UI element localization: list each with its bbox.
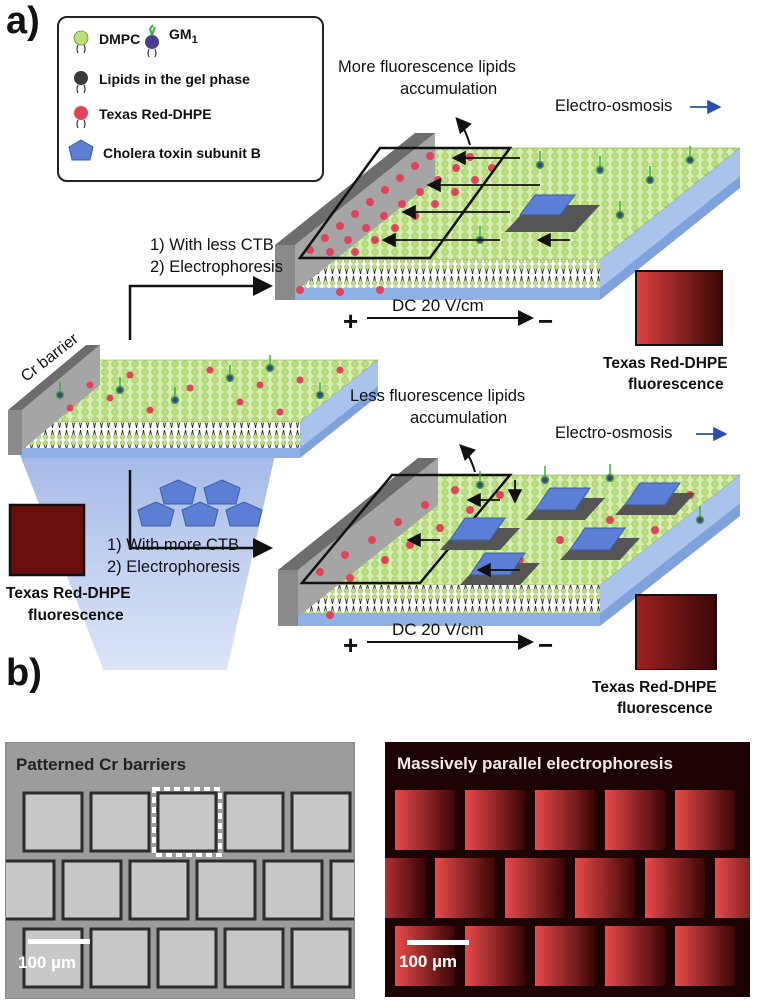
selected-cell-highlight bbox=[152, 787, 222, 857]
top-field-label: DC 20 V/cm bbox=[392, 296, 484, 315]
top-dye-cluster bbox=[296, 152, 496, 296]
bottom-annotation-line2: accumulation bbox=[410, 409, 508, 427]
bottom-fluor-caption-2: fluorescence bbox=[617, 700, 713, 717]
dmpc-icon bbox=[73, 30, 89, 46]
bottom-migration-arrows bbox=[406, 480, 523, 578]
start-fluor-caption-1: Texas Red-DHPE bbox=[6, 585, 131, 602]
legend-gel-lipids: Lipids in the gel phase bbox=[99, 71, 250, 87]
top-annotation-arrow bbox=[455, 116, 472, 146]
top-gel-domain bbox=[505, 194, 600, 232]
top-step-2: 2) Electrophoresis bbox=[150, 258, 283, 276]
legend-gm1: GM1 bbox=[169, 26, 198, 46]
branch-arrow-top bbox=[128, 276, 273, 340]
top-migration-arrows bbox=[381, 150, 570, 248]
ctb-icon bbox=[68, 139, 94, 161]
cr-barrier-grid bbox=[6, 743, 354, 998]
bottom-annotation-line1: Less fluorescence lipids bbox=[350, 387, 526, 405]
cr-barrier-micrograph: Patterned Cr barriers 100 µm bbox=[5, 742, 355, 999]
top-accumulation-box bbox=[297, 146, 513, 260]
gel-lipid-icon bbox=[74, 71, 88, 85]
start-fluor-caption-2: fluorescence bbox=[28, 607, 124, 624]
start-membrane bbox=[8, 345, 379, 458]
top-field-minus: − bbox=[538, 306, 554, 336]
bottom-annotation-arrow bbox=[459, 444, 477, 473]
top-fluor-caption-1: Texas Red-DHPE bbox=[603, 355, 728, 372]
bottom-step-2: 2) Electrophoresis bbox=[107, 558, 240, 576]
legend-box: DMPC GM1 Lipids in the gel phase Texas R… bbox=[57, 16, 324, 182]
top-gm1 bbox=[475, 146, 695, 245]
branch-arrow-bottom bbox=[128, 470, 273, 558]
free-ctb-group bbox=[137, 479, 263, 527]
top-fluor-caption-2: fluorescence bbox=[628, 376, 724, 393]
bottom-field-minus: − bbox=[538, 630, 554, 660]
fluorescence-micrograph: Massively parallel electrophoresis 100 µ… bbox=[385, 742, 750, 997]
fluorescence-grid bbox=[385, 742, 750, 997]
right-scale-bar bbox=[407, 940, 469, 945]
panel-a-label: a) bbox=[6, 0, 40, 42]
bottom-gel-domains bbox=[440, 482, 695, 585]
start-dye-lipids bbox=[66, 366, 344, 416]
bottom-fluor-caption-1: Texas Red-DHPE bbox=[592, 679, 717, 696]
bottom-field-label: DC 20 V/cm bbox=[392, 620, 484, 639]
top-annotation-line1: More fluorescence lipids bbox=[338, 58, 516, 76]
top-step-1: 1) With less CTB bbox=[150, 236, 274, 254]
legend-ctb: Cholera toxin subunit B bbox=[103, 145, 261, 161]
top-membrane bbox=[275, 133, 741, 300]
bottom-gm1 bbox=[475, 464, 705, 525]
start-fluor-square bbox=[8, 503, 86, 577]
start-gm1 bbox=[55, 355, 325, 405]
legend-texas-red: Texas Red-DHPE bbox=[99, 106, 212, 122]
legend-dmpc: DMPC bbox=[99, 31, 141, 47]
right-micrograph-title: Massively parallel electrophoresis bbox=[397, 754, 673, 773]
bottom-fluor-square bbox=[635, 594, 717, 670]
schematic-drawing bbox=[8, 99, 741, 670]
top-fluor-square bbox=[635, 270, 723, 346]
left-micrograph-title: Patterned Cr barriers bbox=[16, 755, 187, 774]
legend-icons bbox=[68, 24, 159, 161]
left-scale-label: 100 µm bbox=[18, 953, 76, 972]
left-scale-bar bbox=[28, 939, 90, 944]
bottom-accumulation-box bbox=[299, 473, 513, 585]
top-annotation-line2: accumulation bbox=[400, 80, 498, 98]
top-field-plus: + bbox=[343, 306, 359, 336]
panel-b-label: b) bbox=[6, 652, 42, 694]
texas-red-icon bbox=[74, 106, 88, 120]
bottom-field-plus: + bbox=[343, 630, 359, 660]
bottom-electro-osmosis: Electro-osmosis bbox=[555, 424, 673, 442]
gm1-icon bbox=[145, 35, 159, 49]
bottom-step-1: 1) With more CTB bbox=[107, 536, 240, 554]
right-scale-label: 100 µm bbox=[399, 952, 457, 971]
top-electro-osmosis: Electro-osmosis bbox=[555, 97, 673, 115]
